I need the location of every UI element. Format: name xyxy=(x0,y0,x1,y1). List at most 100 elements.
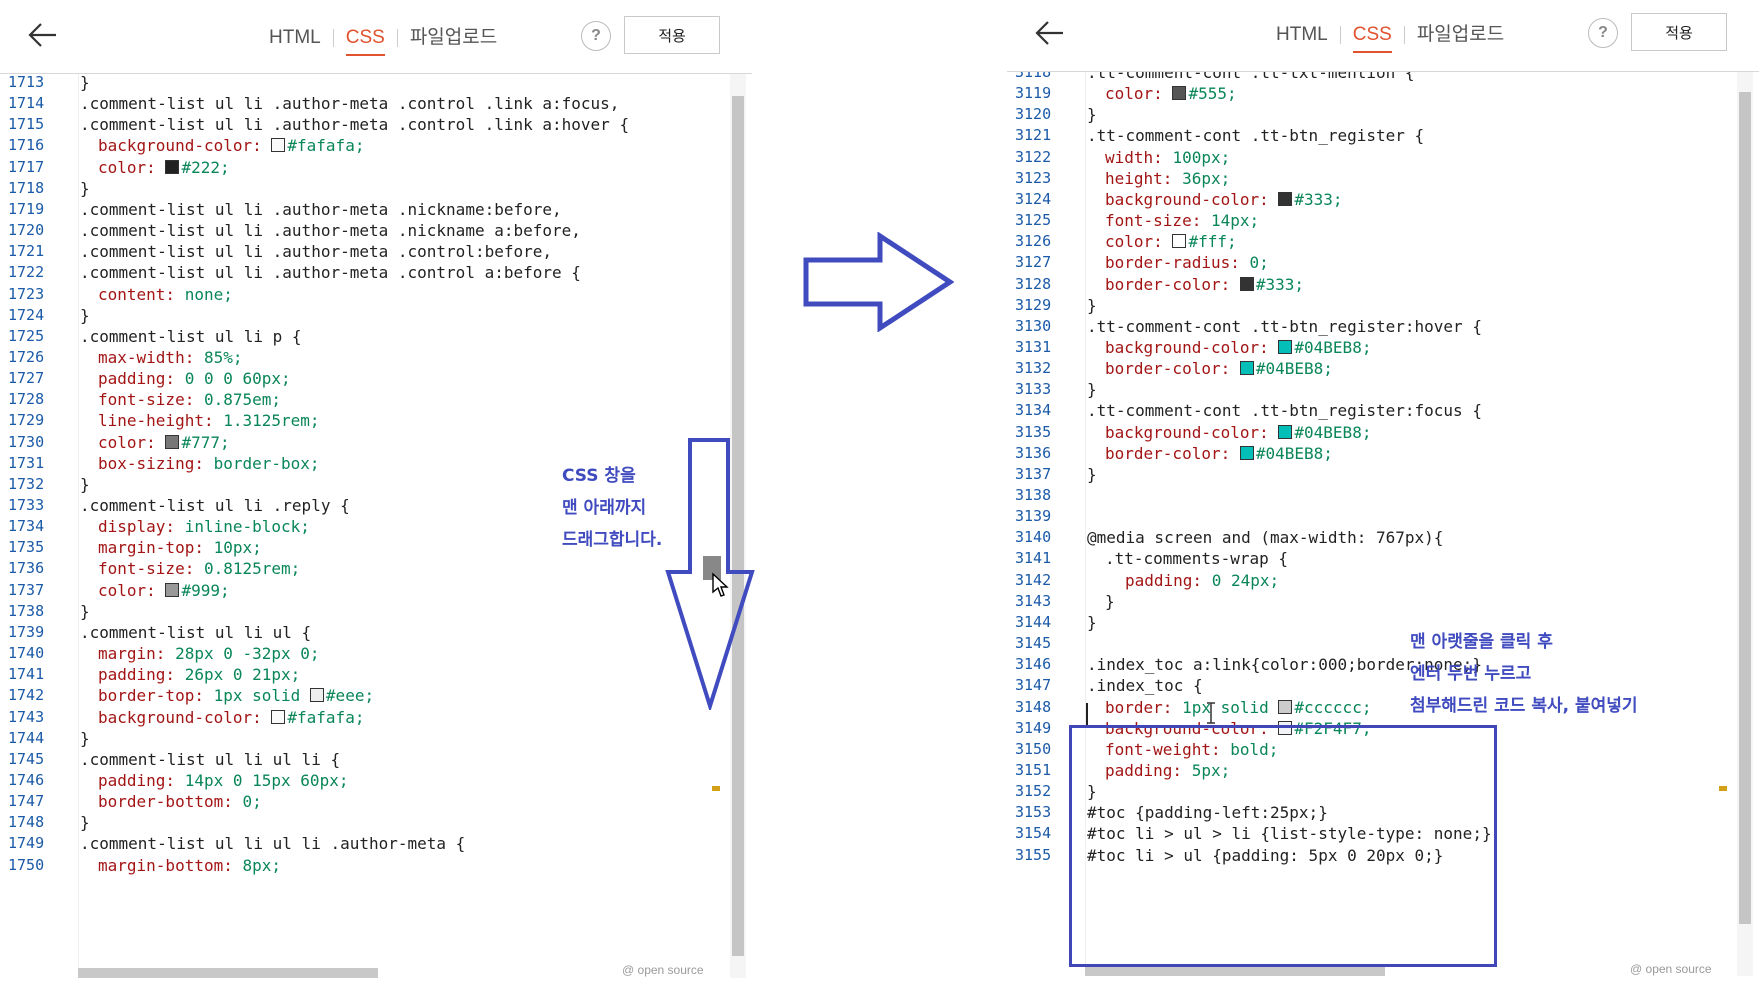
back-arrow-icon[interactable] xyxy=(26,18,60,52)
scrollbar-thumb[interactable] xyxy=(732,96,744,956)
code-line[interactable]: 1749.comment-list ul li ul li .author-me… xyxy=(0,833,730,854)
code-line[interactable]: 1733.comment-list ul li .reply { xyxy=(0,495,730,516)
tab-css[interactable]: CSS xyxy=(1341,21,1404,53)
code-line[interactable]: 3144} xyxy=(1007,612,1737,633)
code-line[interactable]: 3147.index_toc { xyxy=(1007,675,1737,696)
code-line[interactable]: 3143} xyxy=(1007,591,1737,612)
code-line[interactable]: 3138 xyxy=(1007,485,1737,506)
tab-file-upload[interactable]: 파일업로드 xyxy=(1416,24,1505,45)
vertical-scrollbar[interactable] xyxy=(1737,72,1753,976)
code-line[interactable]: 1724} xyxy=(0,305,730,326)
code-line[interactable]: 3121.tt-comment-cont .tt-btn_register { xyxy=(1007,125,1737,146)
code-line[interactable]: 3145 xyxy=(1007,633,1737,654)
color-swatch[interactable] xyxy=(165,582,180,597)
code-line[interactable]: 3155#toc li > ul {padding: 5px 0 20px 0;… xyxy=(1007,845,1737,866)
color-swatch[interactable] xyxy=(1278,339,1293,354)
code-line[interactable]: 3134.tt-comment-cont .tt-btn_register:fo… xyxy=(1007,400,1737,421)
code-line[interactable]: 3129} xyxy=(1007,295,1737,316)
code-line[interactable]: 3120} xyxy=(1007,104,1737,125)
back-arrow-icon[interactable] xyxy=(1033,16,1067,50)
code-line[interactable]: 1745.comment-list ul li ul li { xyxy=(0,749,730,770)
code-line[interactable]: 3146.index_toc a:link{color:000;border:n… xyxy=(1007,654,1737,675)
code-line[interactable]: 3154#toc li > ul > li {list-style-type: … xyxy=(1007,823,1737,844)
code-line[interactable]: 1721.comment-list ul li .author-meta .co… xyxy=(0,241,730,262)
color-swatch[interactable] xyxy=(271,138,286,153)
code-line[interactable]: 3137} xyxy=(1007,464,1737,485)
help-icon[interactable]: ? xyxy=(581,21,611,51)
scrollbar-thumb[interactable] xyxy=(1739,92,1751,924)
code-line[interactable]: 3118.tt-comment-cont .tt-txt-mention { xyxy=(1007,72,1737,83)
code-line[interactable]: 3152} xyxy=(1007,781,1737,802)
code-line[interactable]: 1720.comment-list ul li .author-meta .ni… xyxy=(0,220,730,241)
code-line[interactable]: 1744} xyxy=(0,728,730,749)
css-code-editor[interactable]: 3118.tt-comment-cont .tt-txt-mention {31… xyxy=(1007,72,1737,976)
horizontal-scrollbar[interactable] xyxy=(78,968,378,978)
color-swatch[interactable] xyxy=(1172,86,1187,101)
code-line[interactable]: 3141.tt-comments-wrap { xyxy=(1007,548,1737,569)
color-swatch[interactable] xyxy=(309,688,324,703)
code-line[interactable]: 1714.comment-list ul li .author-meta .co… xyxy=(0,93,730,114)
code-line[interactable]: 3139 xyxy=(1007,506,1737,527)
color-swatch[interactable] xyxy=(1239,445,1254,460)
horizontal-scrollbar[interactable] xyxy=(1085,966,1385,976)
code-line[interactable]: 3153#toc {padding-left:25px;} xyxy=(1007,802,1737,823)
color-swatch[interactable] xyxy=(1278,699,1293,714)
vertical-scrollbar[interactable] xyxy=(730,74,746,978)
code-line[interactable]: 3140@media screen and (max-width: 767px)… xyxy=(1007,527,1737,548)
code-line[interactable]: 1718} xyxy=(0,178,730,199)
color-swatch[interactable] xyxy=(1239,276,1254,291)
color-swatch[interactable] xyxy=(165,159,180,174)
code-line[interactable]: 3130.tt-comment-cont .tt-btn_register:ho… xyxy=(1007,316,1737,337)
apply-button[interactable]: 적용 xyxy=(624,16,720,54)
scrollbar-grab-handle[interactable] xyxy=(703,556,721,580)
color-swatch[interactable] xyxy=(1278,424,1293,439)
code-line[interactable]: 1719.comment-list ul li .author-meta .ni… xyxy=(0,199,730,220)
color-swatch[interactable] xyxy=(271,709,286,724)
color-swatch[interactable] xyxy=(165,434,180,449)
code-line[interactable]: 1748} xyxy=(0,812,730,833)
code-line[interactable]: 1722.comment-list ul li .author-meta .co… xyxy=(0,262,730,283)
code-line[interactable]: 1715.comment-list ul li .author-meta .co… xyxy=(0,114,730,135)
code-line[interactable]: 1732} xyxy=(0,474,730,495)
css-code-editor[interactable]: 1713}1714.comment-list ul li .author-met… xyxy=(0,74,730,978)
code-line[interactable]: 1725.comment-list ul li p { xyxy=(0,326,730,347)
tab-css[interactable]: CSS xyxy=(334,24,397,56)
help-icon[interactable]: ? xyxy=(1588,18,1618,48)
tab-html[interactable]: HTML xyxy=(1276,24,1328,45)
color-swatch[interactable] xyxy=(1172,234,1187,249)
code-line[interactable]: 1739.comment-list ul li ul { xyxy=(0,622,730,643)
tab-file-upload[interactable]: 파일업로드 xyxy=(409,27,498,48)
